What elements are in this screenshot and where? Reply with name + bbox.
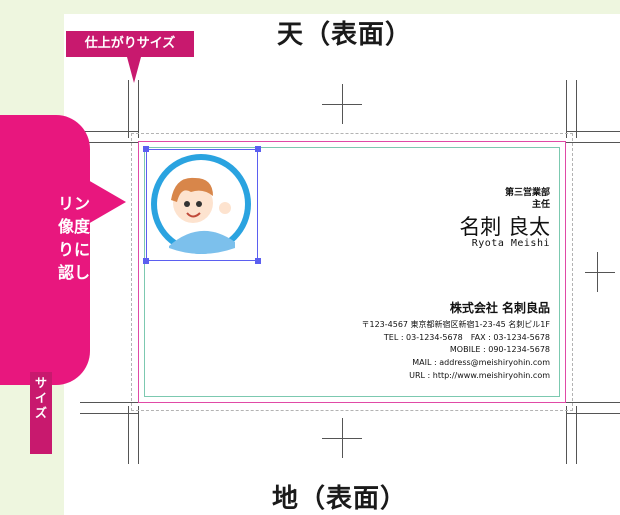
callout-line: 像度 <box>57 217 90 236</box>
callout-line: りに <box>57 240 90 259</box>
bleed-guide <box>138 141 566 403</box>
tel-fax[interactable]: TEL : 03-1234-5678 FAX : 03-1234-5678 <box>383 333 550 342</box>
person-name[interactable]: 名刺 良太 <box>459 215 550 239</box>
mobile[interactable]: MOBILE : 090-1234-5678 <box>449 345 550 354</box>
company-name[interactable]: 株式会社 名刺良品 <box>449 301 550 315</box>
mail[interactable]: MAIL : address@meishiryohin.com <box>412 358 550 367</box>
department[interactable]: 第三営業部 <box>504 188 550 198</box>
callout-line: リン <box>57 194 90 213</box>
top-heading: 天（表面） <box>277 20 413 50</box>
position-title[interactable]: 主任 <box>531 200 550 210</box>
callout-line: 認し <box>57 263 90 282</box>
person-name-roman[interactable]: Ryota Meishi <box>471 238 550 249</box>
resize-handle-top-right[interactable] <box>255 146 261 152</box>
resize-handle-bottom-right[interactable] <box>255 258 261 264</box>
address[interactable]: 〒123-4567 東京都新宿区新宿1-23-45 名刺ビル1F <box>361 320 550 329</box>
finish-size-tag-vertical: サイズ <box>30 372 52 454</box>
safe-area-guide <box>144 147 560 397</box>
callout-text: リン 像度 りに 認し <box>0 192 90 284</box>
finish-size-tag-vertical-text: サイズ <box>35 376 48 420</box>
resize-handle-top-left[interactable] <box>143 146 149 152</box>
avatar-illustration-icon <box>151 154 251 254</box>
selected-image-frame[interactable] <box>143 146 261 264</box>
url[interactable]: URL : http://www.meishiryohin.com <box>409 371 550 380</box>
finish-size-tag: 仕上がりサイズ <box>66 31 194 57</box>
callout-tail <box>88 180 126 224</box>
resize-handle-bottom-left[interactable] <box>143 258 149 264</box>
callout-bubble <box>0 115 90 385</box>
trim-guide <box>131 133 573 411</box>
finish-size-pointer <box>127 57 141 83</box>
bottom-heading: 地（表面） <box>272 484 408 514</box>
